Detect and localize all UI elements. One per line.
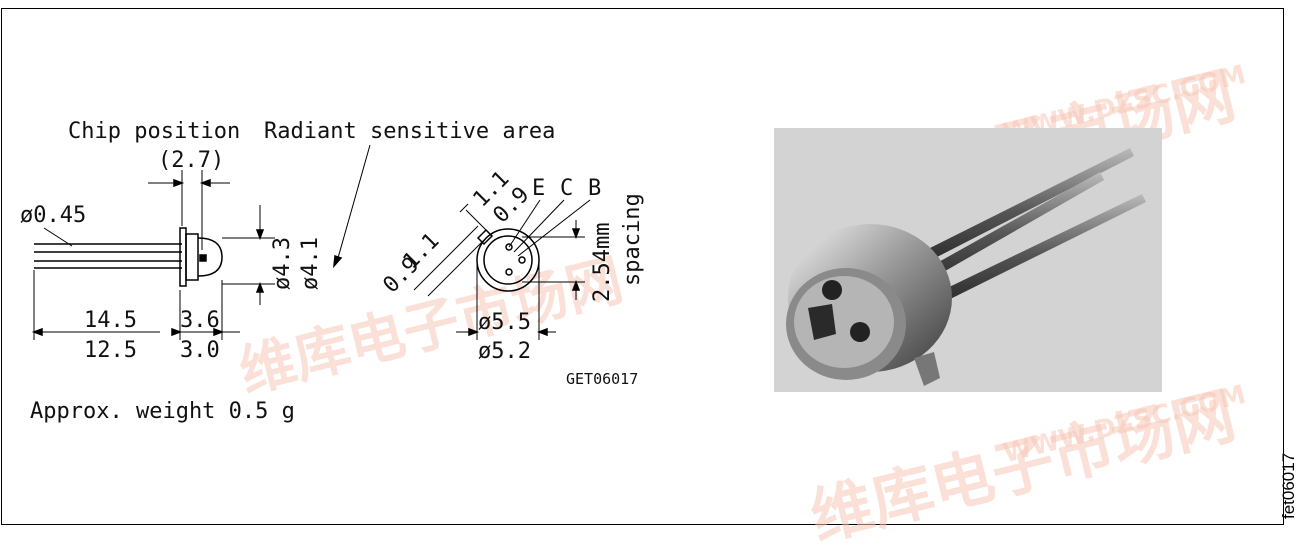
lens-outline (197, 237, 223, 277)
flange-outline (179, 227, 187, 287)
length-12-5-label: 12.5 (84, 338, 137, 363)
pin-b-label: B (588, 176, 602, 201)
cap-outline (185, 233, 199, 281)
product-photo (774, 128, 1162, 392)
chip-position-label: Chip position (68, 119, 241, 144)
length-14-5-label: 14.5 (84, 308, 137, 333)
pin-spacing-label: 2.54mm (590, 222, 615, 302)
radiant-area-label: Radiant sensitive area (264, 119, 556, 144)
package-outline-drawing (31, 144, 591, 340)
pin-dot (505, 243, 513, 251)
lead-diameter-label: ø0.45 (20, 203, 87, 228)
length-3-6-label: 3.6 (180, 308, 220, 333)
front-inner-circle (483, 235, 533, 285)
drawing-ref-label: GET06017 (566, 370, 639, 388)
front-outer-circle (476, 228, 540, 292)
figure-id-label: fet06017 (1279, 452, 1298, 519)
diameter-4-1-label: ø4.1 (298, 237, 323, 290)
pin-spacing-word-label: spacing (620, 193, 645, 286)
diameter-4-3-label: ø4.3 (270, 237, 295, 290)
length-3-0-label: 3.0 (180, 338, 220, 363)
diameter-5-5-label: ø5.5 (478, 310, 531, 335)
weight-label: Approx. weight 0.5 g (30, 399, 295, 424)
tab-outline (476, 228, 494, 246)
pin-e-label: E (532, 176, 546, 201)
chip-mark (199, 254, 207, 262)
drawing-frame (1, 8, 1284, 525)
pin-dot (518, 256, 526, 264)
diameter-5-2-label: ø5.2 (478, 339, 531, 364)
phototransistor-illustration (786, 148, 1146, 386)
pin-c-label: C (560, 176, 574, 201)
chip-dim-label: (2.7) (158, 148, 225, 173)
pin-dot (505, 268, 513, 276)
